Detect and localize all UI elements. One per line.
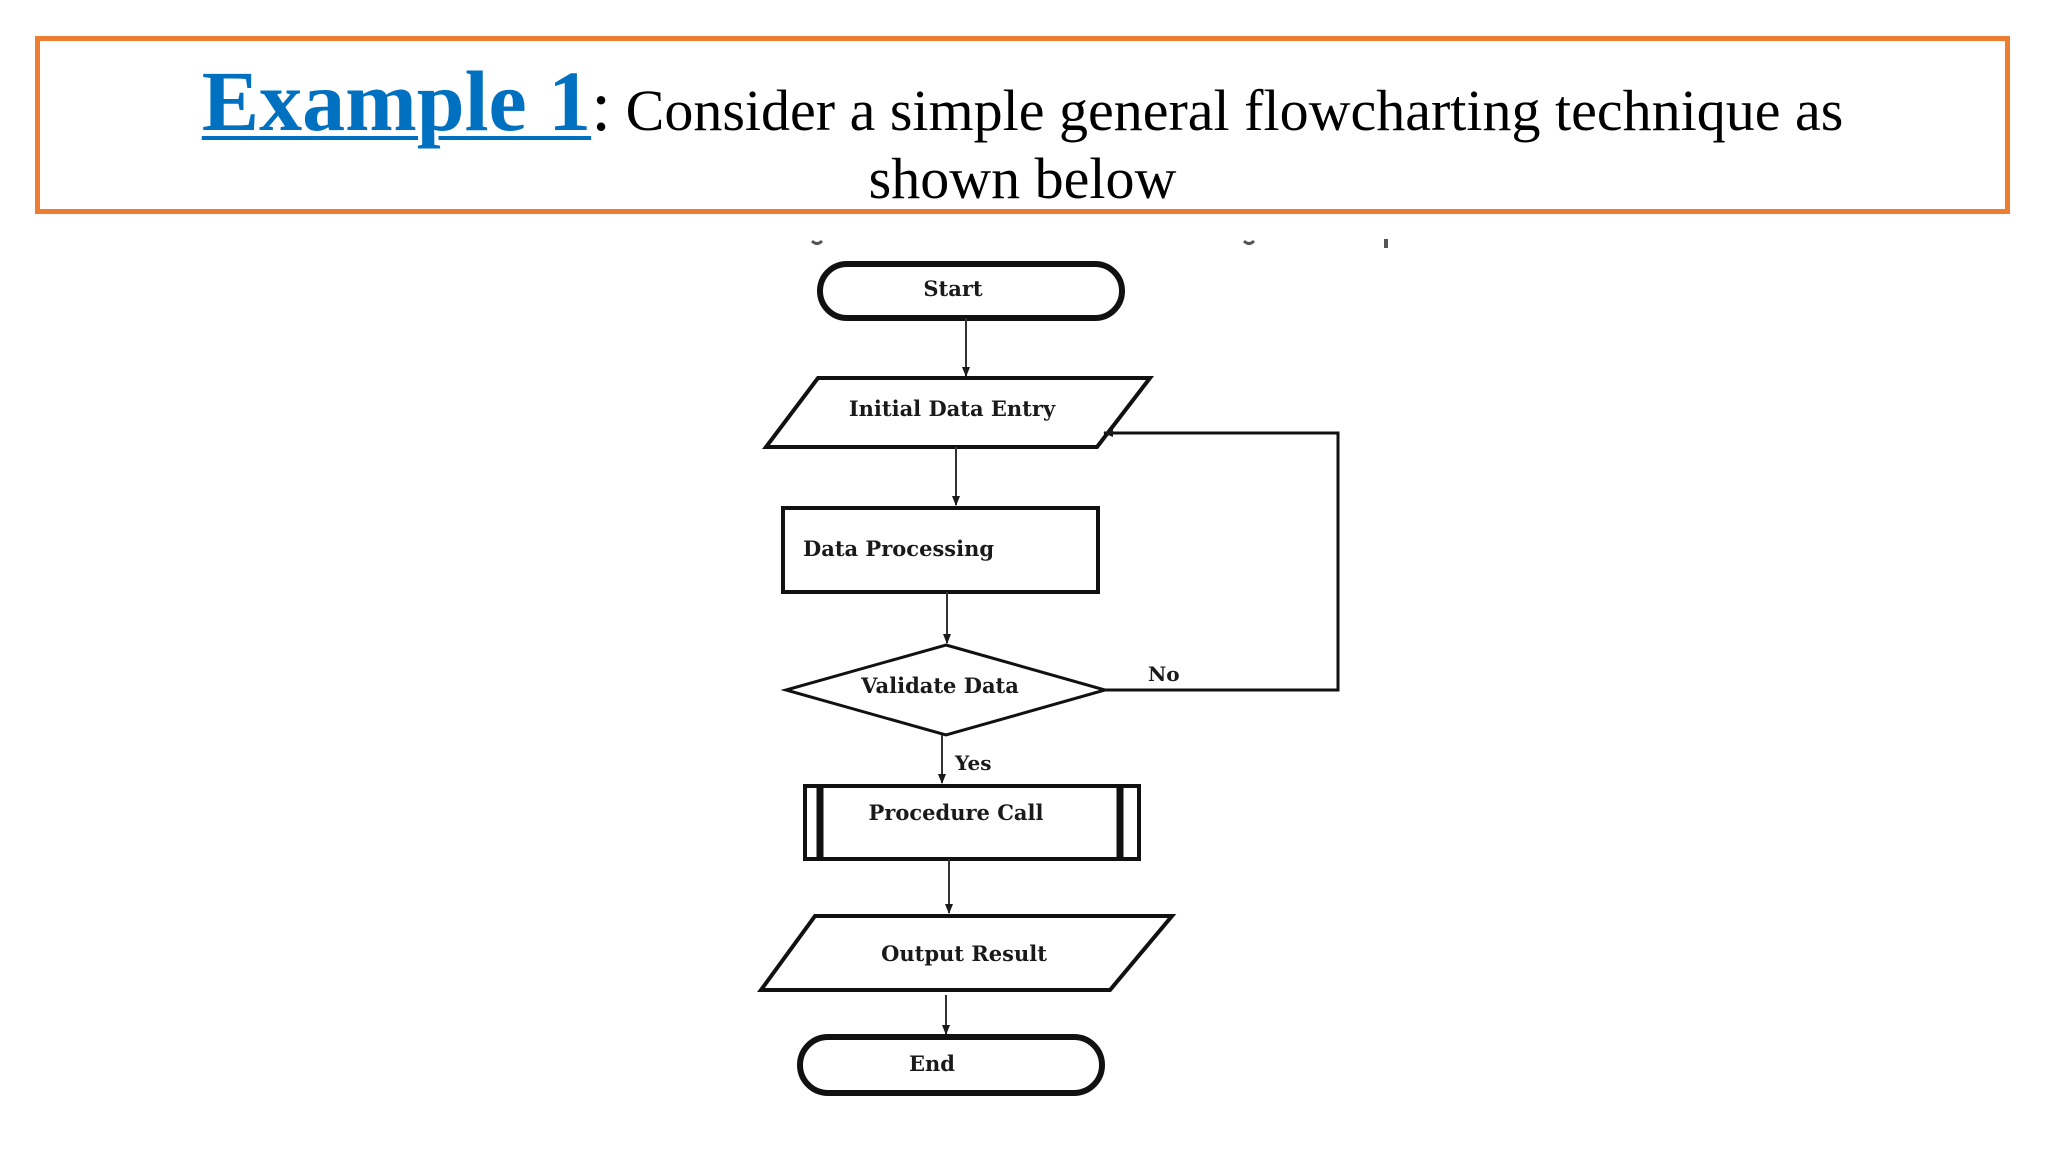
title-text: Consider a simple general flowcharting t…: [611, 78, 1844, 143]
end-node: End: [797, 1034, 1105, 1096]
start-label: Start: [923, 276, 983, 301]
data-processing-label: Data Processing: [803, 536, 994, 561]
edge-label-no: No: [1148, 662, 1180, 686]
start-node: Start: [817, 261, 1125, 321]
initial-data-entry-label: Initial Data Entry: [849, 396, 1056, 421]
end-label: End: [909, 1051, 955, 1076]
procedure-call-node: Procedure Call: [803, 784, 1141, 861]
initial-data-entry-node: Initial Data Entry: [761, 376, 1155, 449]
data-processing-node: Data Processing: [781, 506, 1100, 594]
output-result-label: Output Result: [881, 941, 1047, 966]
connector-no-loop: [1103, 429, 1340, 692]
procedure-call-label: Procedure Call: [869, 800, 1044, 825]
edge-label-yes: Yes: [954, 751, 992, 775]
title-colon: :: [591, 66, 612, 146]
title-box: Example 1: Consider a simple general flo…: [35, 36, 2010, 214]
cropped-text-remnant: [810, 239, 1388, 248]
example-heading-link[interactable]: Example 1: [201, 53, 592, 149]
validate-data-decision: Validate Data: [780, 643, 1111, 737]
title-line-1: Example 1: Consider a simple general flo…: [40, 51, 2005, 151]
output-result-node: Output Result: [757, 914, 1177, 992]
validate-data-label: Validate Data: [860, 673, 1019, 698]
title-line-2: shown below: [868, 146, 1177, 211]
